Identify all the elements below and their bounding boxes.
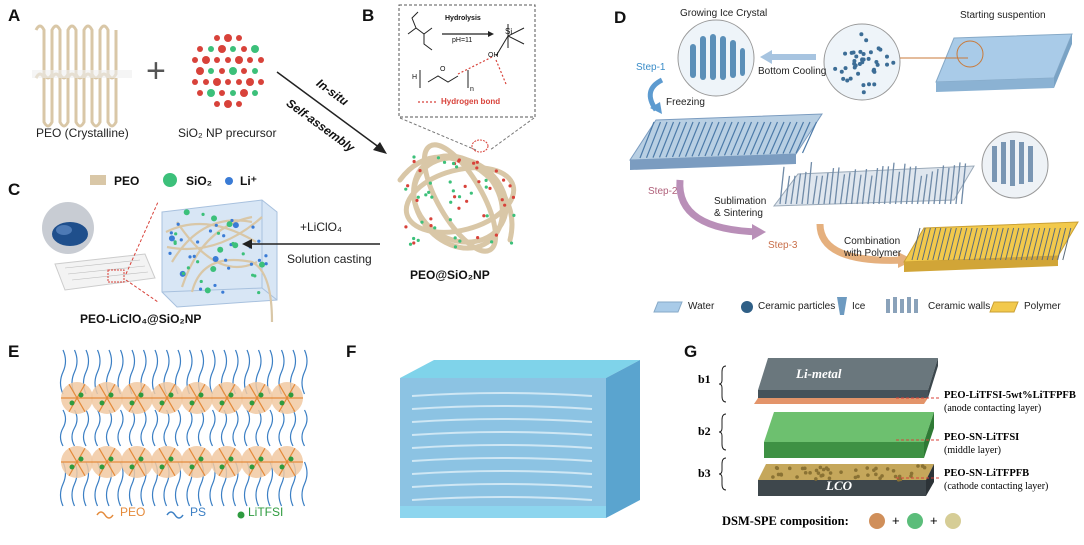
peo-liclo4-sio2-np-caption: PEO-LiClO₄@SiO₂NP (80, 312, 202, 326)
composition-plus-1: + (892, 513, 900, 528)
legend-ice-swatch (837, 297, 847, 315)
panel-label-f: F (346, 342, 357, 361)
legend-ps-line (166, 511, 184, 519)
composition-label: DSM-SPE composition: (722, 514, 849, 528)
block-copolymer-structure (59, 349, 308, 507)
peo-sio2-np-caption: PEO@SiO₂NP (410, 268, 490, 282)
layer1-name: PEO-LiTFSI-5wt%LiTFPFB (944, 390, 1076, 401)
membrane-photo (42, 202, 94, 254)
with-polymer-label: with Polymer (844, 248, 902, 259)
freezing-arrow (647, 77, 664, 114)
suspension-zoom-circle (823, 23, 901, 101)
n-subscript: n (470, 86, 474, 93)
layer2-name: PEO-SN-LiTFSI (944, 432, 1020, 443)
legend-ice-label: Ice (852, 301, 866, 312)
legend-ceramic-particles-label: Ceramic particles (758, 301, 836, 312)
layer2-desc: (middle layer) (944, 445, 1001, 456)
self-assembly-arrow (276, 71, 387, 154)
legend-ceramic-particle (741, 301, 753, 313)
freezing-label: Freezing (666, 97, 705, 108)
hydrolysis-reaction-box (398, 4, 536, 118)
b-braces (718, 365, 727, 491)
oh-label: OH (488, 52, 499, 59)
peo-crystalline-caption: PEO (Crystalline) (36, 126, 129, 140)
bottom-cooling-arrow (760, 50, 816, 64)
bottom-cooling-label: Bottom Cooling (758, 66, 827, 77)
panel-label-a: A (8, 6, 21, 25)
legend-water-swatch (653, 301, 683, 313)
legend-peo-swatch (90, 175, 106, 185)
composition-green-dot (907, 513, 923, 529)
dsm-spe-stack (754, 358, 938, 496)
hydrogen-bond-label: Hydrogen bond (441, 97, 501, 106)
composite-cube (161, 199, 278, 323)
zoom-lines-c (125, 201, 159, 303)
composition-beige-dot (945, 513, 961, 529)
electrolyte-film (54, 253, 156, 291)
legend-polymer-swatch (989, 301, 1019, 313)
panel-label-e: E (8, 342, 20, 361)
hydrolysis-label: Hydrolysis (445, 15, 481, 22)
layered-membrane-block (400, 360, 640, 518)
solution-casting-label: Solution casting (287, 252, 372, 266)
legend-peo-label-e: PEO (120, 505, 146, 519)
legend-litfsi-dot (237, 511, 245, 519)
li-metal-label: Li-metal (796, 366, 842, 381)
ceramic-zoom-circle (981, 131, 1049, 199)
b3-label: b3 (698, 466, 711, 480)
solution-casting-arrow (242, 239, 380, 249)
ph-label: pH=11 (452, 37, 473, 44)
legend-ceramic-walls-swatch (886, 297, 918, 313)
polymer-composite-slab (903, 221, 1079, 272)
layer1-desc: (anode contacting layer) (944, 403, 1042, 414)
g-leader-lines (896, 397, 940, 479)
panel-label-g: G (684, 342, 698, 361)
composition-plus-2: + (930, 513, 938, 528)
panel-label-b: B (362, 6, 375, 25)
starting-suspension-label: Starting suspention (960, 10, 1046, 21)
sio2-precursor-particles (192, 34, 264, 108)
lco-label: LCO (826, 478, 852, 493)
legend-litfsi-label: LiTFSI (248, 505, 284, 519)
sintering-label: & Sintering (714, 208, 763, 219)
lic-lo4-label: +LiClO₄ (300, 220, 342, 234)
ice-crystal-zoom-circle (677, 19, 755, 97)
zoom-cone-lines (399, 117, 535, 151)
legend-water-label: Water (688, 301, 715, 312)
legend-peo-label: PEO (114, 174, 140, 188)
starting-suspension-slab (935, 33, 1073, 92)
legend-ceramic-walls-label: Ceramic walls (928, 301, 991, 312)
o-atom-label: O (440, 66, 446, 73)
suspension-connector (900, 57, 968, 59)
peo-crystalline-illustration (32, 24, 132, 128)
legend-sio2-label: SiO₂ (186, 174, 213, 188)
b2-label: b2 (698, 424, 711, 438)
layer3-name: PEO-SN-LiTFPFB (944, 468, 1030, 479)
layer3-desc: (cathode contacting layer) (944, 481, 1049, 492)
legend-peo-line (96, 511, 114, 519)
sublimation-label: Sublimation (714, 196, 767, 207)
plus-sign: + (146, 52, 166, 90)
peo-sio2-np-tangle (397, 139, 517, 254)
growing-ice-crystal-label: Growing Ice Crystal (680, 8, 768, 19)
si-atom-label: Si (505, 27, 513, 36)
step2-label: Step-2 (648, 186, 678, 197)
legend-li-dot (225, 177, 233, 185)
frozen-slab (629, 113, 823, 170)
b1-label: b1 (698, 372, 711, 386)
sintering-arrow (676, 179, 766, 240)
legend-li-label: Li⁺ (240, 174, 257, 188)
legend-ps-label: PS (190, 505, 207, 519)
composition-orange-dot (869, 513, 885, 529)
step1-label: Step-1 (636, 62, 666, 73)
combination-label: Combination (844, 236, 901, 247)
legend-polymer-label: Polymer (1024, 301, 1061, 312)
step3-label: Step-3 (768, 240, 798, 251)
h-atom-label: H (412, 74, 418, 81)
sio2-precursor-caption: SiO₂ NP precursor (178, 126, 277, 140)
panel-label-c: C (8, 180, 21, 199)
ceramic-wall-slab (772, 161, 975, 207)
legend-sio2-dot (163, 173, 177, 187)
panel-label-d: D (614, 8, 627, 27)
